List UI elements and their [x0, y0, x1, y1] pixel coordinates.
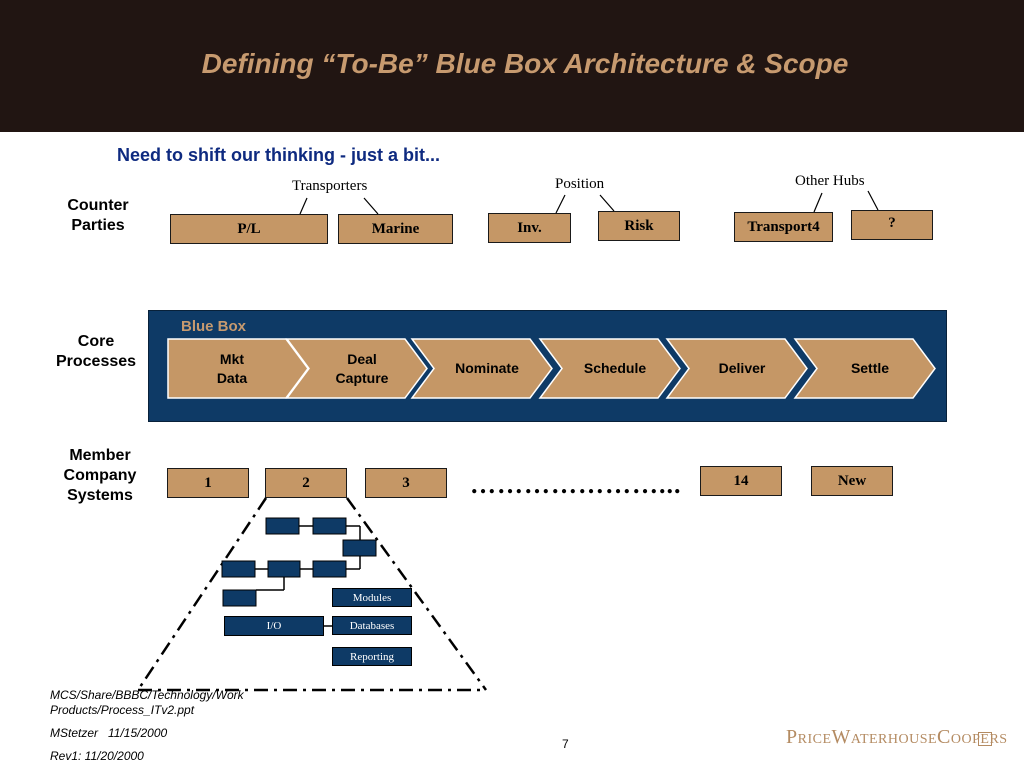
legend-modules: Modules [332, 588, 412, 607]
footer-revision: Rev1: 11/20/2000 [50, 749, 144, 763]
footer-author: MStetzer 11/15/2000 [50, 726, 168, 740]
group-label-position: Position [555, 176, 605, 192]
counterparty-box-transport4: Transport4 [734, 212, 833, 242]
slide-subtitle: Need to shift our thinking - just a bit.… [117, 145, 440, 165]
footer-file-path: MCS/Share/BBBC/Technology/Work Products/… [50, 688, 244, 717]
module-block [342, 539, 377, 557]
process-label-schedule: Schedule [583, 360, 647, 376]
counterparty-box-risk: Risk [598, 211, 680, 241]
counterparty-box-marine: Marine [338, 214, 453, 244]
member-system-box-1: 1 [167, 468, 249, 498]
legend-databases: Databases [332, 616, 412, 635]
process-chevron-schedule [538, 338, 681, 399]
leader-line-transporters-marine [363, 197, 379, 215]
leader-line-position-inv [555, 194, 566, 214]
process-label-mkt-data: Mkt Data [216, 350, 248, 386]
module-block [265, 517, 300, 535]
process-label-nominate: Nominate [455, 360, 519, 376]
group-label-transporters: Transporters [292, 178, 368, 194]
process-chevrons [167, 338, 936, 399]
counterparty-box-unknown: ? [851, 210, 933, 240]
module-block [222, 589, 257, 607]
process-chevron-mkt-data [167, 338, 309, 399]
process-chevron-deal-capture [285, 338, 428, 399]
legend-reporting: Reporting [332, 647, 412, 666]
member-system-box-2: 2 [265, 468, 347, 498]
leader-line-transporters-pl [299, 197, 308, 215]
module-block [221, 560, 256, 578]
slide-title: Defining “To-Be” Blue Box Architecture &… [201, 48, 849, 79]
leader-line-hubs-transport4 [813, 192, 823, 213]
counterparty-box-pl: P/L [170, 214, 328, 244]
module-block [312, 560, 347, 578]
process-chevron-settle [793, 338, 936, 399]
process-label-deal-capture: Deal Capture [335, 350, 389, 386]
row-label-member-systems: Member Company Systems [63, 447, 137, 504]
process-chevron-deliver [665, 338, 808, 399]
leader-line-position-risk [599, 194, 615, 212]
process-label-deliver: Deliver [718, 360, 766, 376]
detail-zoom-line-left [136, 497, 268, 691]
io-block: I/O [224, 616, 324, 636]
member-system-box-3: 3 [365, 468, 447, 498]
blue-box-label: Blue Box [181, 318, 247, 335]
company-logo: PriceWaterhouseCoopers [786, 726, 1008, 748]
module-block [312, 517, 347, 535]
header-banner [0, 0, 1024, 132]
logo-mark-icon [978, 732, 992, 746]
row-label-core-processes: Core Processes [55, 333, 137, 370]
row-label-counter-parties: Counter Parties [67, 197, 129, 234]
counterparty-box-inv: Inv. [488, 213, 571, 243]
module-block [267, 560, 301, 578]
member-systems-ellipsis: …………………... [470, 470, 682, 499]
member-system-box-new: New [811, 466, 893, 496]
group-label-other-hubs: Other Hubs [795, 173, 865, 189]
detail-zoom-line-right [345, 497, 488, 691]
member-system-box-14: 14 [700, 466, 782, 496]
process-chevron-nominate [410, 338, 553, 399]
process-label-settle: Settle [850, 360, 890, 376]
leader-line-hubs-unknown [867, 190, 879, 211]
page-number: 7 [562, 737, 569, 751]
